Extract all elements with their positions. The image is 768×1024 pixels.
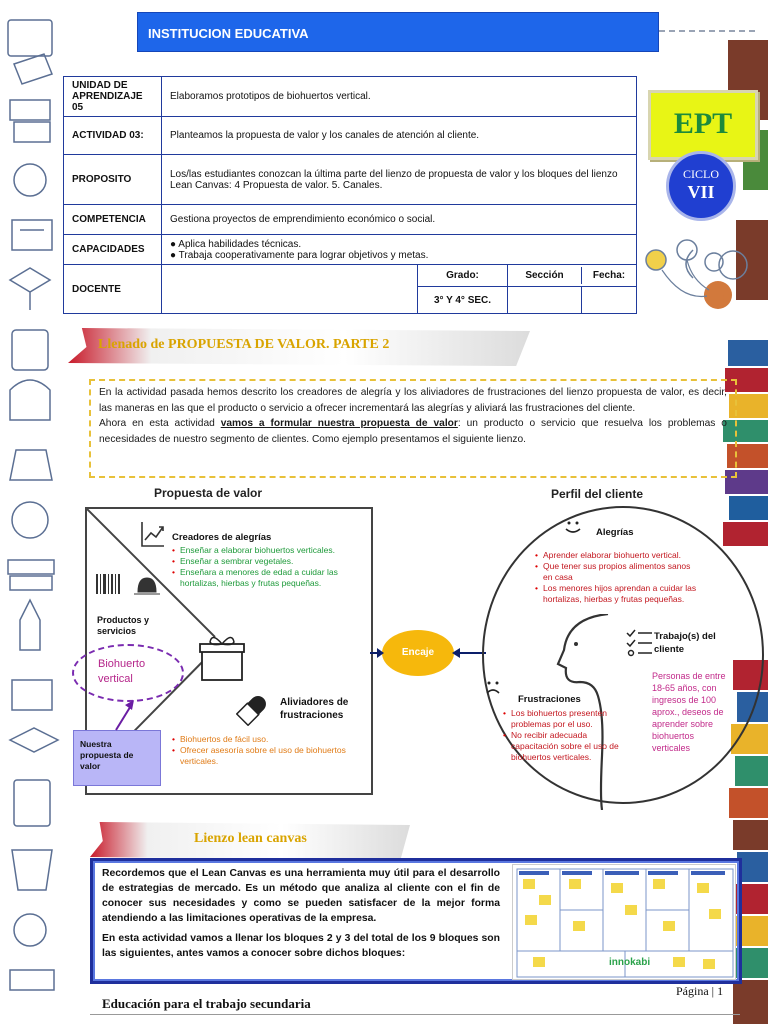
gift-icon (199, 636, 245, 681)
trabajos-title: Trabajo(s) del cliente (654, 631, 716, 655)
aliviadores-item: Ofrecer asesoría sobre el uso de biohuer… (172, 745, 370, 767)
actividad-label: ACTIVIDAD 03: (63, 116, 162, 155)
aliviadores-item: Biohuertos de fácil uso. (172, 734, 370, 745)
docente-label: DOCENTE (63, 264, 162, 314)
section-ribbon-propuesta: Llenado de PROPUESTA DE VALOR. PARTE 2 (68, 328, 530, 366)
frustraciones-list: Los biohuertos presenten problemas por e… (503, 708, 633, 763)
intro-p2: Ahora en esta actividad vamos a formular… (99, 418, 727, 445)
nuestra-propuesta-box: Nuestra propuesta de valor (73, 730, 161, 786)
fecha-value (582, 287, 636, 313)
creadores-item: Enseñar a elaborar biohuertos verticales… (172, 545, 340, 556)
school-doodle-border (7, 19, 60, 991)
capacidad-item: ● Trabaja cooperativamente para lograr o… (170, 249, 429, 261)
section-title-lean: Lienzo lean canvas (194, 831, 307, 846)
aliviadores-title: Aliviadores de frustraciones (280, 697, 349, 721)
proposito-label: PROPOSITO (63, 154, 162, 205)
intro-p1: En la actividad pasada hemos descrito lo… (99, 387, 727, 414)
arrow-up-icon (115, 700, 134, 731)
smile-icon (565, 521, 581, 533)
actividad-value: Planteamos la propuesta de valor y los c… (161, 116, 637, 155)
encaje-ellipse: Encaje (382, 630, 454, 676)
growth-chart-icon (141, 522, 164, 547)
alegrias-item: Que tener sus propios alimentos sanos en… (535, 561, 700, 583)
alegrias-item: Los menores hijos aprendan a cuidar las … (535, 583, 700, 605)
creadores-list: Enseñar a elaborar biohuertos verticales… (172, 545, 340, 589)
footer-divider (90, 1014, 740, 1015)
biohuerto-product-ellipse: Biohuerto vertical (72, 644, 184, 702)
section-ribbon-lean: Lienzo lean canvas (90, 822, 410, 860)
proposito-value: Los/las estudiantes conozcan la última p… (161, 154, 637, 205)
institution-header: INSTITUCION EDUCATIVA (137, 12, 659, 52)
ept-badge: EPT (648, 90, 758, 160)
alegrias-title: Alegrías (596, 527, 634, 538)
lean-p1: Recordemos que el Lean Canvas es una her… (102, 868, 500, 924)
lean-canvas-grid (516, 868, 734, 978)
lean-text: Recordemos que el Lean Canvas es una her… (102, 866, 500, 961)
footer-course: Educación para el trabajo secundaria (102, 996, 311, 1011)
page-number: Página | 1 (676, 984, 724, 998)
encaje-arrow-icon (452, 648, 486, 658)
alegrias-item: Aprender elaborar biohuerto vertical. (535, 550, 700, 561)
grado-label: Grado: (417, 264, 508, 287)
section-title-propuesta: Llenado de PROPUESTA DE VALOR. PARTE 2 (98, 337, 390, 352)
sad-face-icon (486, 681, 500, 694)
alegrias-list: Aprender elaborar biohuerto vertical. Qu… (535, 550, 700, 605)
innokabi-logo: innokabi (609, 957, 651, 968)
ciclo-label: CICLO (683, 167, 719, 181)
lean-canvas-thumbnail: innokabi (512, 864, 736, 980)
capacidad-item: ● Aplica habilidades técnicas. (170, 238, 302, 250)
fecha-label: Fecha: (592, 270, 626, 281)
creadores-item: Enseñara a menores de edad a cuidar las … (172, 567, 340, 589)
docente-value (161, 264, 418, 314)
pill-icon (236, 696, 266, 726)
seccion-label: Sección (508, 267, 582, 284)
seccion-value (508, 287, 582, 313)
header-divider (659, 30, 755, 32)
customer-profile-title: Perfil del cliente (551, 487, 644, 501)
ciclo-value: VII (687, 182, 715, 202)
customer-profile-circle (482, 506, 764, 804)
aliviadores-list: Biohuertos de fácil uso. Ofrecer asesorí… (172, 734, 370, 767)
intro-paragraph-box: En la actividad pasada hemos descrito lo… (89, 379, 737, 478)
products-barcode-bell-icon (96, 574, 160, 595)
frustraciones-title: Frustraciones (518, 694, 581, 705)
unidad-value: Elaboramos prototipos de biohuertos vert… (161, 76, 637, 117)
lean-canvas-box (90, 858, 742, 984)
idea-brain-icon (645, 239, 724, 306)
frustraciones-item: No recibir adecuada capacitación sobre e… (503, 730, 633, 763)
creadores-title: Creadores de alegrías (172, 532, 272, 543)
value-proposition-title: Propuesta de valor (154, 486, 263, 500)
creadores-item: Enseñar a sembrar vegetales. (172, 556, 340, 567)
competencia-value: Gestiona proyectos de emprendimiento eco… (161, 204, 637, 235)
activity-info-table: UNIDAD DE APRENDIZAJE 05 Elaboramos prot… (63, 76, 637, 314)
lean-p2: En esta actividad vamos a llenar los blo… (102, 933, 500, 959)
ciclo-badge: CICLO VII (666, 151, 736, 221)
competencia-label: COMPETENCIA (63, 204, 162, 235)
productos-title: Productos y servicios (97, 615, 150, 636)
capacidades-list: ● Aplica habilidades técnicas. ● Trabaja… (161, 234, 637, 265)
grado-value: 3° Y 4° SEC. (417, 286, 508, 314)
unidad-label: UNIDAD DE APRENDIZAJE 05 (63, 76, 162, 117)
intro-emphasis: vamos a formular nuestra propuesta de va… (220, 418, 458, 430)
trabajos-text: Personas de entre 18-65 años, con ingres… (652, 671, 726, 753)
capacidades-label: CAPACIDADES (63, 234, 162, 265)
frustraciones-item: Los biohuertos presenten problemas por e… (503, 708, 633, 730)
encaje-left-arrow-icon (370, 648, 384, 658)
checklist-icon (626, 629, 652, 657)
